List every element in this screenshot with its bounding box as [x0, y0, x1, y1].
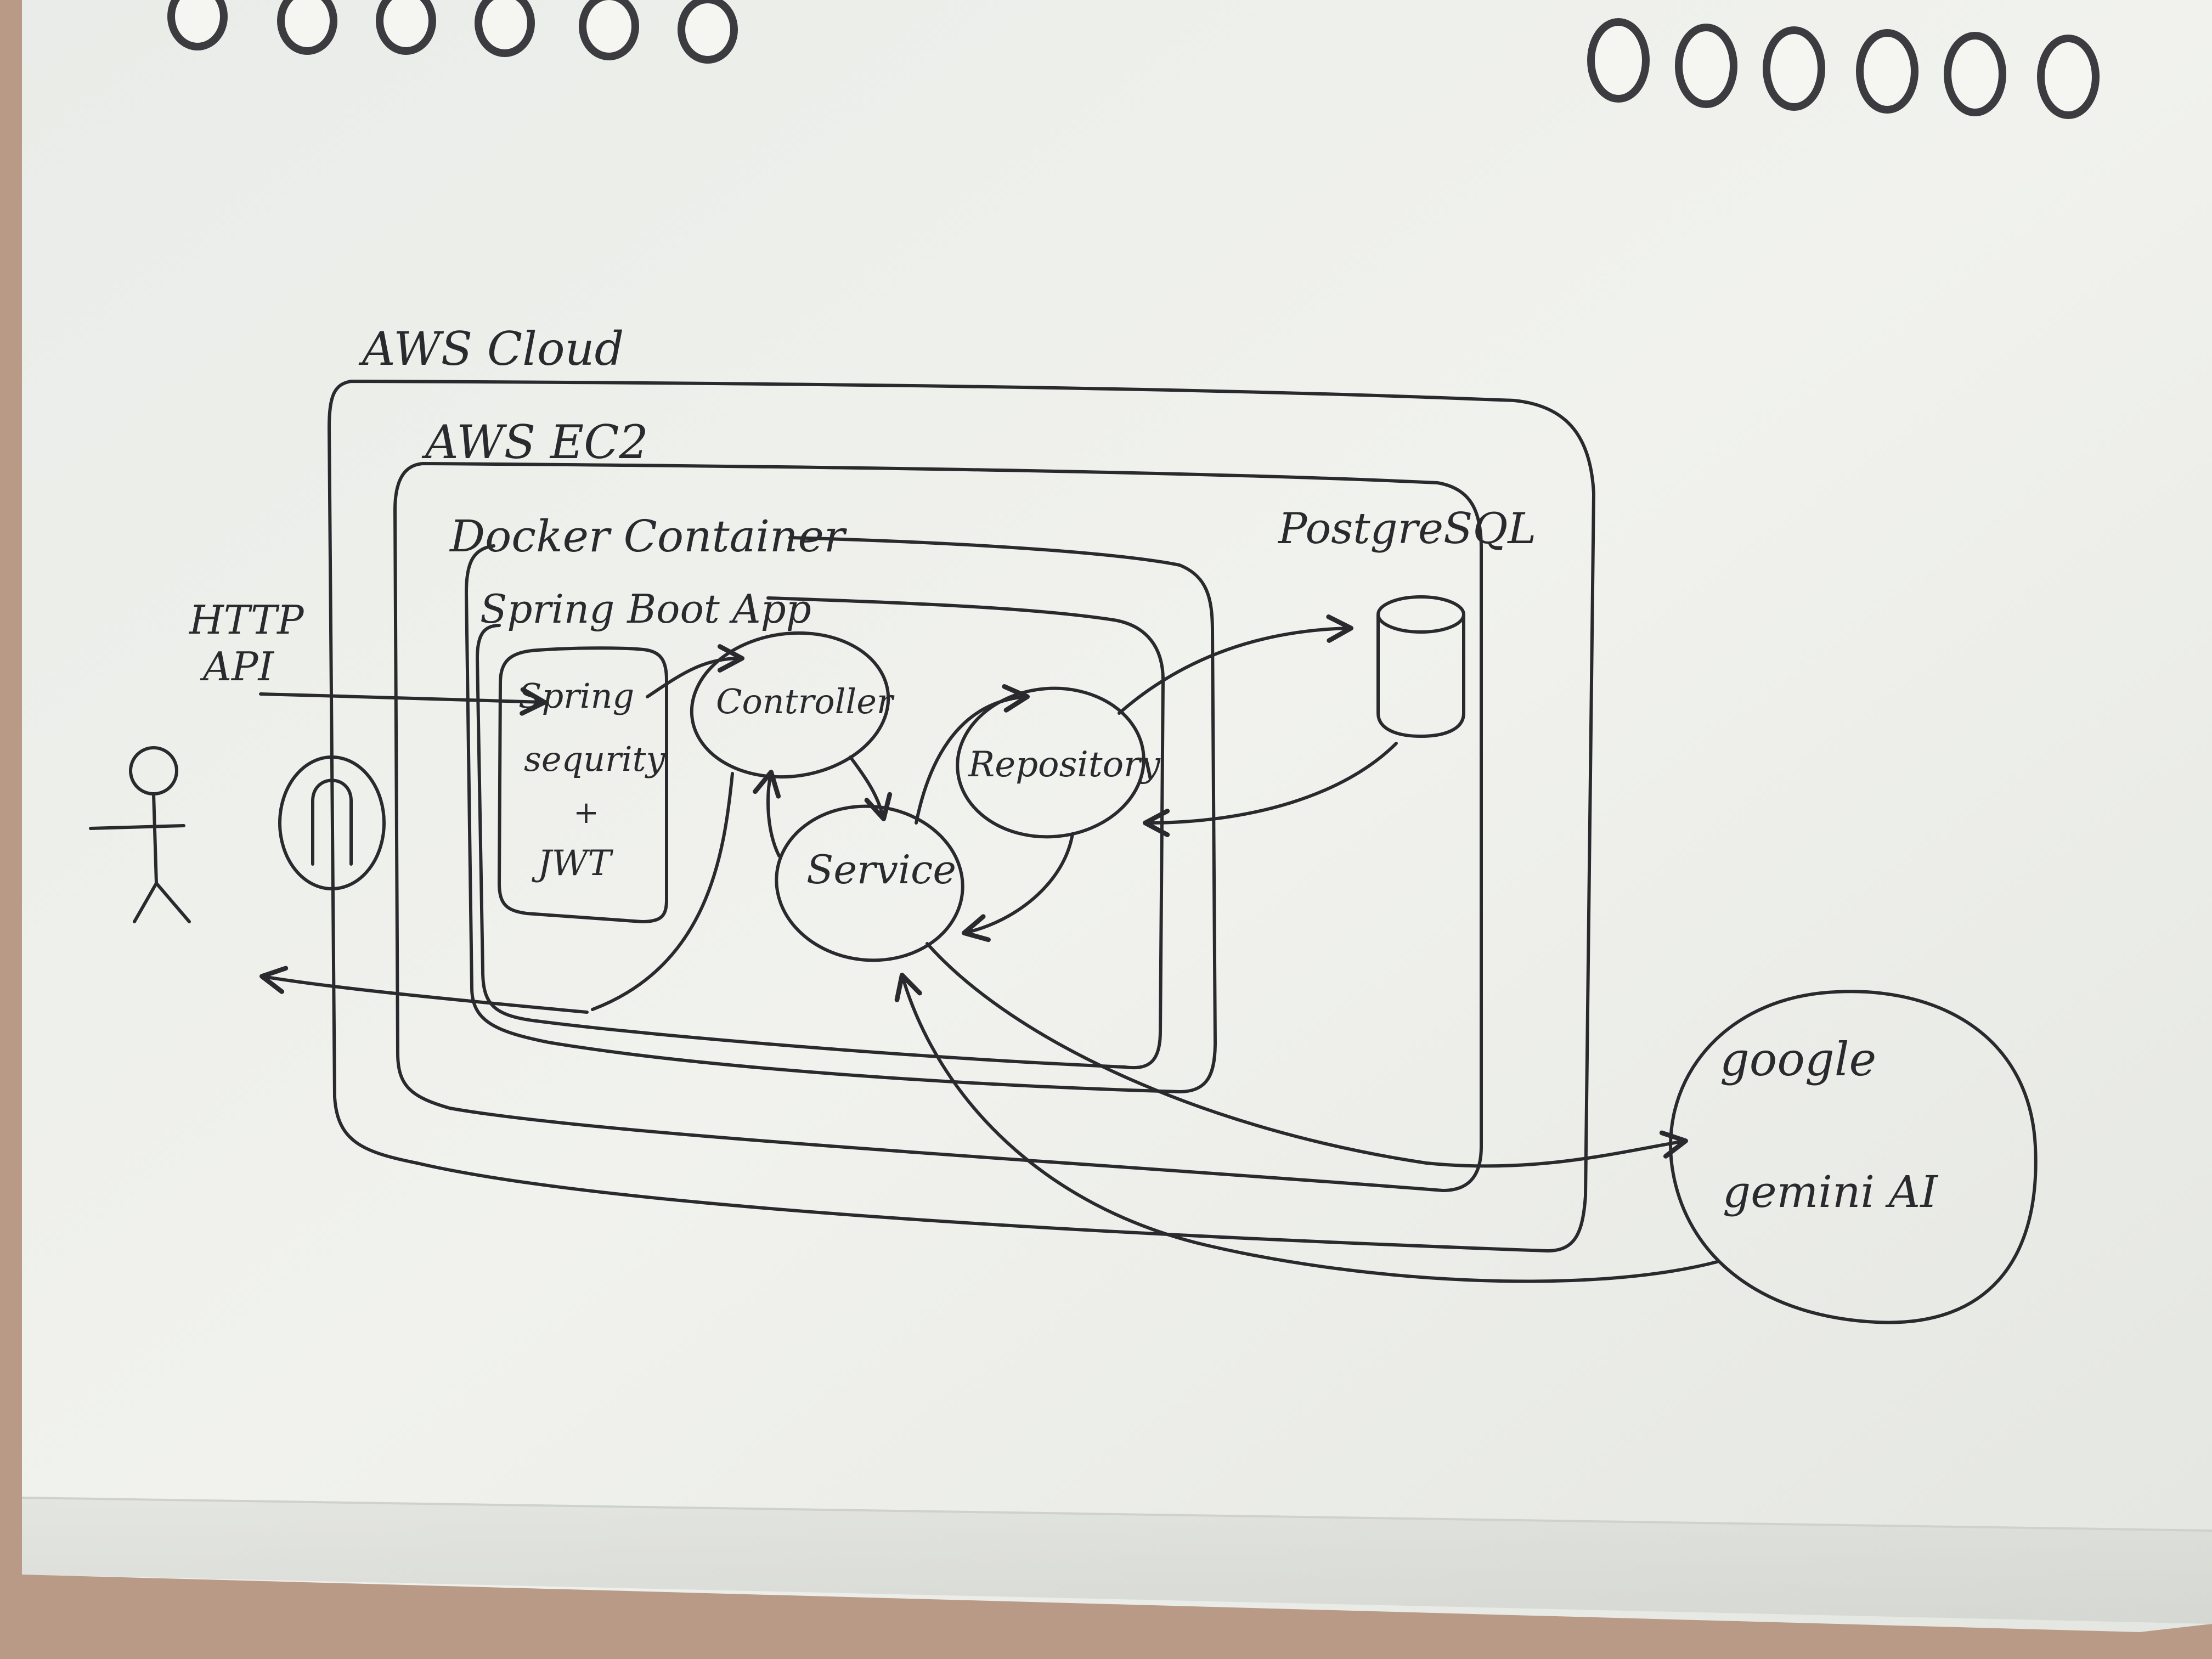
- aws-ec2-boundary: [393, 462, 1483, 1192]
- aws-cloud-boundary: [328, 380, 1595, 1252]
- security-label-line3: +: [573, 795, 599, 831]
- stick-figure-icon: [89, 746, 191, 923]
- http-label: HTTP: [188, 597, 304, 643]
- response-arrow: [259, 966, 589, 1014]
- repository-to-postgres-arrow: [1118, 614, 1354, 715]
- repository-label: Repository: [968, 744, 1161, 785]
- service-label: Service: [806, 847, 956, 893]
- app-internal-curve: [591, 772, 734, 1011]
- magnet-gateway-icon: [278, 755, 386, 890]
- service-to-controller-arrow: [753, 770, 781, 857]
- page-fold-line: [21, 1497, 2212, 1532]
- service-to-gemini-arrow: [926, 942, 1688, 1168]
- notebook-ring-icon: [167, 0, 2100, 119]
- security-label-line4: JWT: [532, 843, 613, 884]
- api-label: API: [200, 644, 274, 690]
- repository-to-service-arrow: [962, 832, 1074, 943]
- service-to-repository-arrow: [915, 684, 1030, 825]
- request-arrow: [259, 687, 548, 716]
- database-cylinder-icon: [1376, 595, 1465, 738]
- security-label-line2: sequrity: [524, 739, 666, 779]
- repository-node: [956, 686, 1146, 839]
- controller-node: [690, 631, 890, 779]
- page-lower-shadow: [22, 1498, 2212, 1624]
- spring-boot-app-label: Spring Boot App: [480, 586, 811, 632]
- notebook-page: [22, 0, 2212, 1632]
- aws-ec2-label: AWS EC2: [421, 415, 648, 469]
- postgres-to-repository-arrow: [1142, 742, 1398, 837]
- controller-to-service-arrow: [849, 755, 893, 821]
- postgresql-label: PostgreSQL: [1277, 504, 1536, 554]
- spring-boot-app-boundary: [476, 596, 1165, 1070]
- google-gemini-node: [1669, 990, 2038, 1324]
- controller-label: Controller: [716, 681, 895, 721]
- docker-container-boundary: [465, 536, 1217, 1093]
- security-label-line1: Spring: [518, 676, 634, 716]
- gemini-to-service-arrow: [894, 973, 1719, 1283]
- spring-security-box: [498, 646, 668, 923]
- security-to-controller-arrow: [646, 644, 745, 698]
- gemini-label: gemini AI: [1723, 1166, 1938, 1217]
- aws-cloud-label: AWS Cloud: [358, 322, 624, 376]
- docker-container-label: Docker Container: [449, 511, 848, 562]
- google-label: google: [1720, 1032, 1876, 1086]
